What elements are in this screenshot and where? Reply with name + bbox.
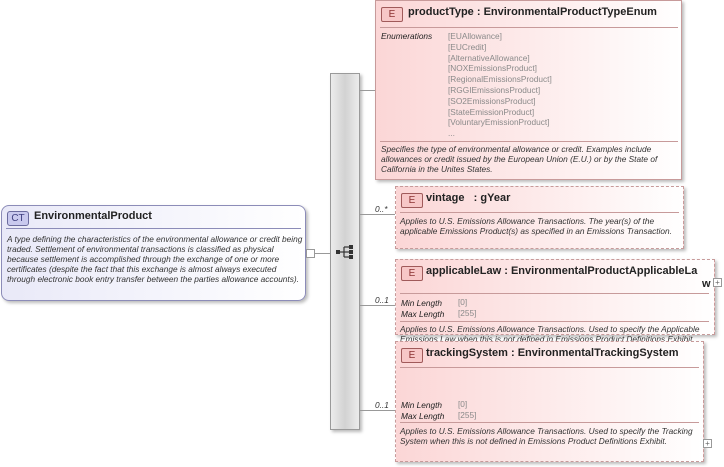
enumeration-value: [StateEmissionProduct] xyxy=(448,106,535,117)
divider xyxy=(400,321,709,322)
element-box-applicable-law[interactable]: E applicableLaw : EnvironmentalProductAp… xyxy=(395,259,715,344)
cardinality-label: 0..1 xyxy=(375,295,389,305)
element-description: Specifies the type of environmental allo… xyxy=(381,144,658,174)
element-description: Applies to U.S. Emissions Allowance Tran… xyxy=(400,216,672,236)
sequence-icon xyxy=(336,245,353,259)
divider xyxy=(400,367,699,368)
enumerations-label: Enumerations xyxy=(381,31,433,41)
divider xyxy=(380,27,678,28)
element-box-product-type[interactable]: E productType : EnvironmentalProductType… xyxy=(375,0,682,180)
connector-line xyxy=(360,305,395,306)
element-badge: E xyxy=(381,7,403,22)
collapse-toggle[interactable] xyxy=(306,249,315,258)
expand-toggle[interactable]: + xyxy=(713,278,722,287)
cardinality-label: 0..* xyxy=(375,204,388,214)
connector-line xyxy=(360,90,375,91)
element-title-continuation: w xyxy=(702,278,711,290)
element-badge: E xyxy=(401,193,423,208)
complex-type-name: EnvironmentalProduct xyxy=(34,210,152,222)
enumeration-ellipsis: ... xyxy=(448,128,455,139)
complex-type-box[interactable]: CT EnvironmentalProduct A type defining … xyxy=(1,205,306,301)
enumeration-value: [VoluntaryEmissionProduct] xyxy=(448,117,550,128)
divider xyxy=(400,422,699,423)
complex-type-badge: CT xyxy=(7,211,29,226)
element-description: Applies to U.S. Emissions Allowance Tran… xyxy=(400,426,693,446)
element-badge: E xyxy=(401,266,423,281)
enumeration-value: [EUCredit] xyxy=(448,41,487,52)
max-length-label: Max Length xyxy=(401,309,445,319)
enumeration-value: [RGGIEmissionsProduct] xyxy=(448,84,541,95)
connector-line xyxy=(315,253,330,254)
enumeration-value: [SO2EmissionsProduct] xyxy=(448,95,536,106)
connector-line xyxy=(360,410,395,411)
divider xyxy=(6,228,301,229)
min-length-label: Min Length xyxy=(401,298,443,308)
element-title: applicableLaw : EnvironmentalProductAppl… xyxy=(426,265,698,277)
element-title: trackingSystem : EnvironmentalTrackingSy… xyxy=(426,347,679,359)
min-length-label: Min Length xyxy=(401,400,443,410)
divider xyxy=(400,293,709,294)
enumeration-list: [EUAllowance] [EUCredit] [AlternativeAll… xyxy=(448,31,552,139)
element-description: Applies to U.S. Emissions Allowance Tran… xyxy=(400,324,700,344)
min-length-value: [0] xyxy=(458,297,468,307)
cardinality-label: 0..1 xyxy=(375,400,389,410)
enumeration-value: [EUAllowance] xyxy=(448,31,502,41)
divider xyxy=(400,212,679,213)
element-box-vintage[interactable]: E vintage : gYear Applies to U.S. Emissi… xyxy=(395,186,684,249)
element-title: productType : EnvironmentalProductTypeEn… xyxy=(408,6,657,18)
max-length-value: [255] xyxy=(458,410,477,420)
element-badge: E xyxy=(401,348,423,363)
sequence-compositor[interactable] xyxy=(330,73,360,430)
enumeration-value: [NOXEmissionsProduct] xyxy=(448,63,537,74)
max-length-label: Max Length xyxy=(401,411,445,421)
complex-type-description: A type defining the characteristics of t… xyxy=(7,234,303,284)
element-title: vintage : gYear xyxy=(426,192,511,204)
divider xyxy=(380,141,678,142)
element-box-tracking-system[interactable]: E trackingSystem : EnvironmentalTracking… xyxy=(395,341,704,462)
enumeration-value: [RegionalEmissionsProduct] xyxy=(448,74,552,85)
expand-toggle[interactable]: + xyxy=(703,439,712,448)
enumeration-value: [AlternativeAllowance] xyxy=(448,52,530,63)
max-length-value: [255] xyxy=(458,308,477,318)
min-length-value: [0] xyxy=(458,399,468,409)
connector-line xyxy=(360,214,395,215)
